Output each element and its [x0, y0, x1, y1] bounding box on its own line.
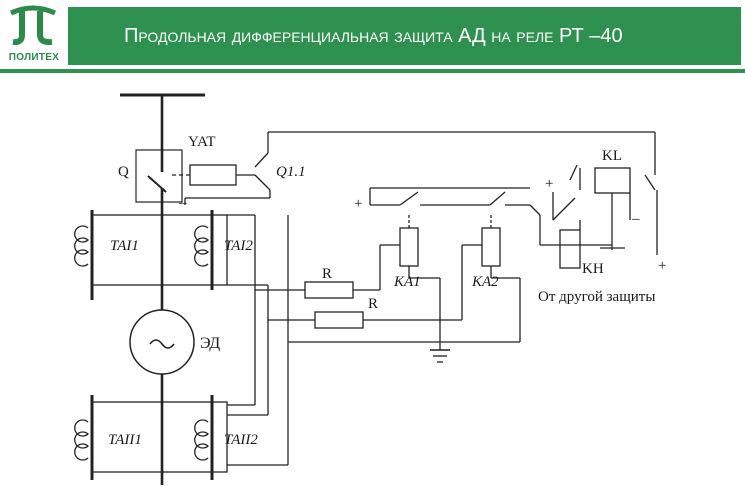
slide-title: Продольная дифференциальная защита АД на… — [124, 25, 623, 47]
label-q11: Q1.1 — [276, 164, 306, 180]
label-kh: KH — [582, 261, 604, 277]
label-ka2: KA2 — [471, 274, 499, 290]
label-r1: R — [322, 266, 332, 282]
label-ta22: TAII2 — [224, 432, 258, 448]
logo-text: ПОЛИТЕХ — [8, 52, 60, 63]
resistor-r1 — [304, 281, 354, 299]
motor-ed — [129, 309, 195, 375]
label-yat: YAT — [188, 134, 216, 150]
resistor-r2 — [314, 311, 364, 329]
label-ta11: TAI1 — [110, 238, 139, 254]
label-plus-bottom: + — [658, 258, 666, 274]
trip-coil-yat — [189, 164, 237, 186]
label-ta12: TAI2 — [224, 238, 253, 254]
label-minus-q: _ — [178, 190, 187, 206]
politech-logo-mark — [9, 5, 57, 45]
label-r2: R — [368, 296, 378, 312]
relay-kl — [594, 167, 631, 194]
title-bar: Продольная дифференциальная защита АД на… — [68, 7, 741, 65]
header-rule — [0, 69, 745, 73]
label-ka1: KA1 — [393, 274, 421, 290]
slide-header: ПОЛИТЕХ Продольная дифференциальная защи… — [0, 0, 745, 73]
label-minus-kl: – — [631, 211, 640, 227]
politech-logo: ПОЛИТЕХ — [0, 3, 68, 69]
relay-kh — [559, 229, 581, 269]
protection-circuit-diagram: Q YAT Q1.1 KL + + + – _ TAI1 TAI2 R R KA… — [74, 93, 666, 485]
label-plus-left: + — [354, 196, 362, 212]
label-plus-top: + — [545, 176, 553, 192]
relay-ka2 — [481, 227, 501, 267]
label-kl: KL — [602, 148, 622, 164]
relay-ka1 — [399, 227, 419, 267]
label-q: Q — [118, 164, 129, 180]
label-ta21: TAII1 — [108, 432, 142, 448]
breaker-q — [135, 149, 183, 203]
label-motor: ЭД — [200, 335, 220, 352]
label-other-protection: От другой защиты — [538, 289, 655, 305]
